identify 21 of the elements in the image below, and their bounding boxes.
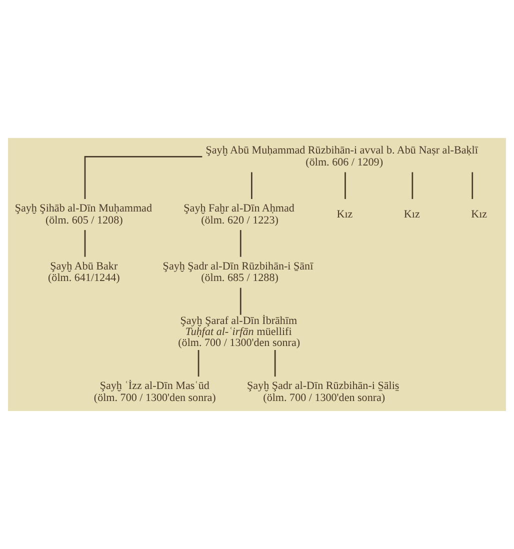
connector (251, 172, 252, 199)
connector (198, 350, 200, 377)
node-text: Şayḫ Faḫr al-Dīn Aḥmad (ölm. 620 / 1223) (184, 202, 294, 226)
connector (472, 172, 474, 199)
node-text: Şayḫ ʿİzz al-Dīn Masʿūd (ölm. 700 / 1300'den sonra) (94, 380, 216, 404)
node-text: Şayḫ Şadr al-Dīn Rūzbihān-i S̱ālis̱ (ölm. 700 / 1300'den sonra) (247, 380, 400, 404)
node-text: Şayḫ Abū Bakr (ölm. 641/1244) (48, 260, 120, 284)
connector (240, 230, 242, 257)
node-text: Şayḫ Şadr al-Dīn Rūzbihān-i S̱ānī (ölm. 685 / 1288) (162, 260, 314, 284)
node-text: Şayḫ Abū Muḥammad Rūzbihān-i avval b. Abū Naṣr al-Baḳlī (ölm. 606 / 1209) (206, 144, 478, 169)
node-text: Kız (336, 208, 353, 220)
connector (240, 288, 242, 315)
connector (274, 350, 276, 377)
node-text: Şayḫ Şihāb al-Dīn Muḥammad (ölm. 605 / 1208) (14, 202, 152, 226)
connector (344, 172, 346, 199)
connector (84, 156, 202, 200)
connector (84, 230, 86, 257)
connector (412, 172, 414, 199)
node-text: Kız (404, 208, 420, 220)
node-text: Şayḫ Şaraf al-Dīn İbrāhīm Tuḥfat al-ʿirfān müellifi (ölm. 700 / 1300'den sonra) (178, 314, 300, 349)
node-text: Kız (471, 208, 488, 220)
